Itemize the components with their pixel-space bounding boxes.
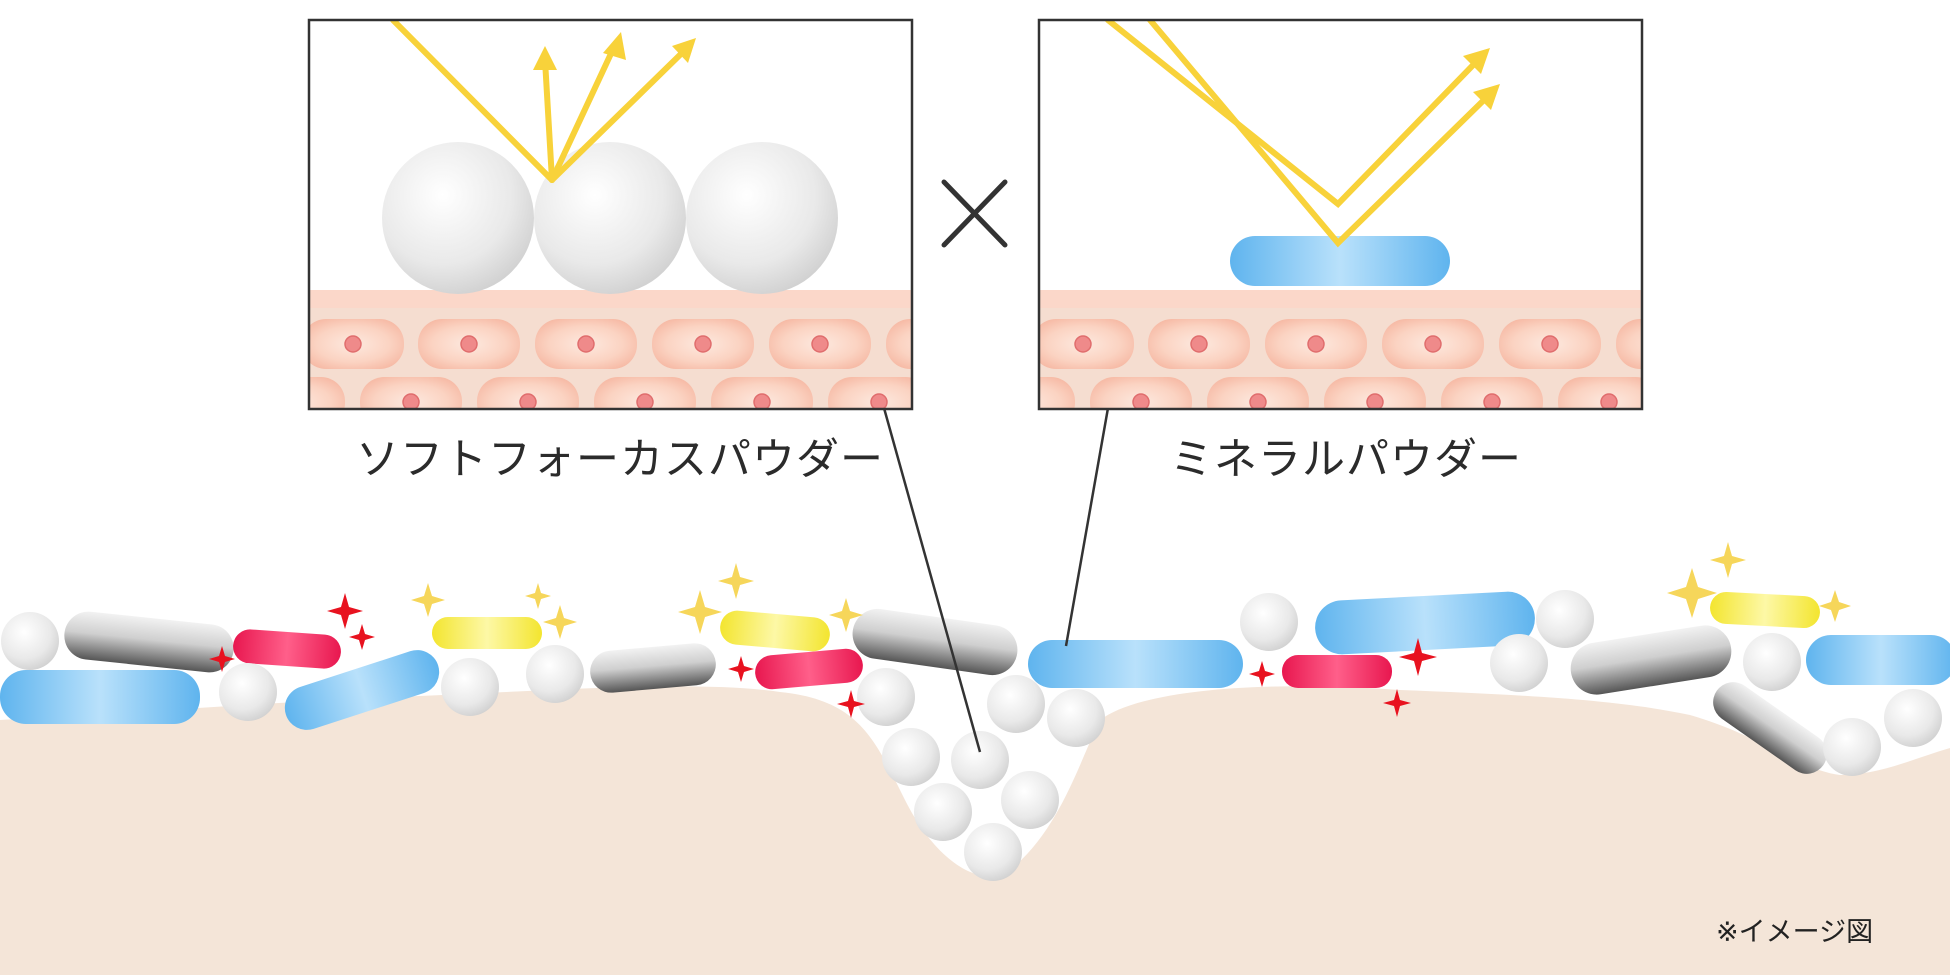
soft-focus-panel-border [307, 18, 914, 411]
soft-focus-powder-label: ソフトフォーカスパウダー [356, 435, 884, 485]
arrow-icon [1463, 48, 1500, 110]
reflected-light-rays [1105, 20, 1491, 248]
arrow-icon [533, 32, 696, 70]
diffuse-light-rays [390, 20, 688, 183]
cell-row [1039, 319, 1642, 409]
bottom-particles [0, 542, 1950, 881]
mineral-particle [1230, 236, 1450, 286]
image-note: ※イメージ図 [1716, 917, 1874, 948]
sparkle-icon [209, 593, 1437, 718]
sparkle-icon [411, 542, 1851, 639]
mineral-powder-label: ミネラルパウダー [1170, 435, 1522, 485]
connector-line-left [882, 407, 982, 753]
skin-surface [0, 686, 1950, 975]
cross-icon [941, 179, 1008, 248]
connector-line-right [1064, 407, 1110, 647]
soft-focus-panel [309, 20, 912, 409]
mineral-panel-border [1037, 18, 1644, 411]
mineral-panel [1039, 20, 1642, 409]
